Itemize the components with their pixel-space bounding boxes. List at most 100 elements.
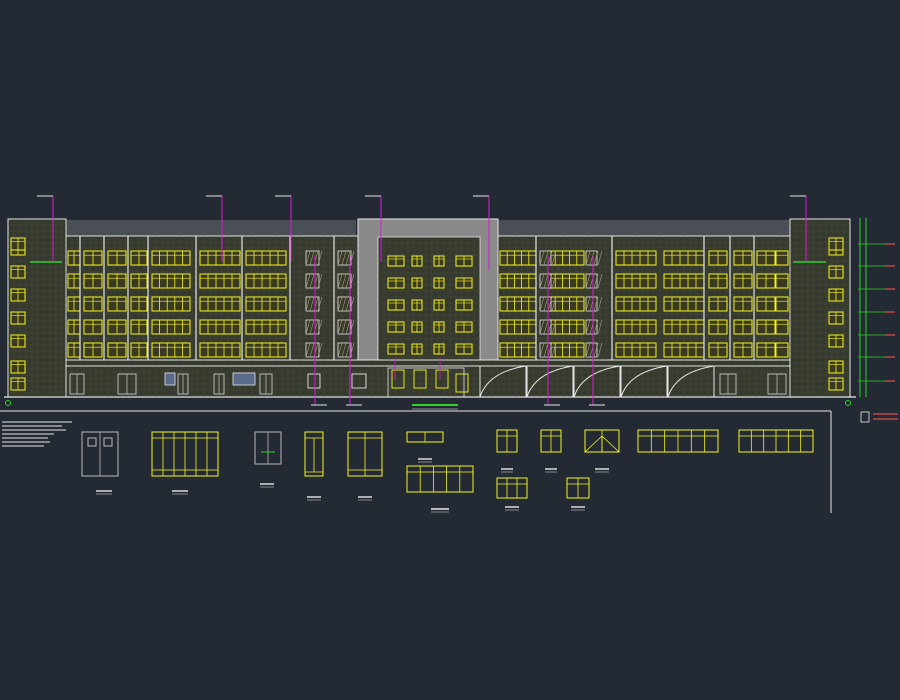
window-right-wing bbox=[775, 273, 789, 289]
ground-floor-elements bbox=[69, 365, 787, 398]
window-right-wing bbox=[775, 296, 789, 312]
window-left-wing bbox=[245, 319, 287, 335]
window-right-wing bbox=[663, 250, 705, 266]
window-right-wing bbox=[615, 319, 657, 335]
window-right-wing bbox=[499, 250, 537, 266]
shaft-hatch bbox=[309, 319, 315, 335]
shaft-hatch bbox=[539, 273, 545, 289]
entrance-frame bbox=[387, 367, 465, 398]
shaft-hatch bbox=[349, 319, 355, 335]
shaft-hatch bbox=[309, 296, 315, 312]
shaft-hatch bbox=[349, 250, 355, 266]
shaft-window bbox=[539, 273, 552, 289]
shaft-hatch bbox=[317, 342, 323, 358]
building-elevation bbox=[4, 195, 895, 410]
window-left-wing bbox=[151, 296, 191, 312]
shaft-hatch bbox=[337, 342, 343, 358]
window-right-wing bbox=[547, 342, 585, 358]
level-leaders bbox=[37, 195, 807, 406]
shaft-hatch bbox=[309, 273, 315, 289]
window-right-wing bbox=[663, 273, 705, 289]
roof-parapet-left bbox=[66, 220, 356, 236]
shaft-hatch bbox=[345, 250, 351, 266]
shaft-window bbox=[539, 296, 552, 312]
shaft-window bbox=[585, 319, 598, 335]
shaft-hatch bbox=[317, 273, 323, 289]
shaft-hatch bbox=[551, 342, 557, 358]
title-block-mark bbox=[860, 411, 898, 423]
shaft-hatch bbox=[337, 273, 343, 289]
shaft-hatch bbox=[349, 273, 355, 289]
shaft-window bbox=[585, 250, 598, 266]
door-panel bbox=[103, 437, 113, 447]
ground-arch bbox=[573, 365, 621, 398]
shaft-hatch bbox=[593, 273, 599, 289]
window-left-wing bbox=[199, 296, 241, 312]
schedule-legend bbox=[81, 429, 814, 513]
shaft-hatch bbox=[585, 319, 591, 335]
window-right-wing bbox=[775, 342, 789, 358]
shaft-hatch bbox=[597, 296, 603, 312]
shaft-hatch bbox=[593, 296, 599, 312]
shaft-hatch bbox=[305, 319, 311, 335]
shaft-hatch bbox=[341, 319, 347, 335]
window-left-wing bbox=[151, 250, 191, 266]
ground-glass bbox=[164, 372, 176, 386]
window-swing bbox=[584, 435, 620, 453]
shaft-hatch bbox=[349, 296, 355, 312]
shaft-hatch bbox=[337, 319, 343, 335]
shaft-hatch bbox=[349, 342, 355, 358]
shaft-hatch bbox=[305, 296, 311, 312]
shaft-window bbox=[585, 296, 598, 312]
shaft-hatch bbox=[543, 250, 549, 266]
shaft-hatch bbox=[337, 250, 343, 266]
shaft-hatch bbox=[345, 296, 351, 312]
window-right-wing bbox=[663, 296, 705, 312]
shaft-window bbox=[539, 319, 552, 335]
shaft-hatch bbox=[551, 296, 557, 312]
shaft-hatch bbox=[551, 250, 557, 266]
window-right-wing bbox=[547, 273, 585, 289]
shaft-window bbox=[585, 342, 598, 358]
shaft-hatch bbox=[551, 273, 557, 289]
shaft-hatch bbox=[547, 250, 553, 266]
schedule-notes bbox=[2, 421, 72, 447]
shaft-hatch bbox=[309, 250, 315, 266]
window-right-wing bbox=[499, 342, 537, 358]
window-right-wing bbox=[547, 296, 585, 312]
roof-parapet-right bbox=[498, 220, 790, 236]
ground-arch bbox=[620, 365, 668, 398]
window-left-wing bbox=[199, 319, 241, 335]
shaft-hatch bbox=[539, 319, 545, 335]
shaft-hatch bbox=[317, 250, 323, 266]
ground-arch bbox=[667, 365, 715, 398]
shaft-hatch bbox=[309, 342, 315, 358]
window-right-wing bbox=[775, 250, 789, 266]
shaft-hatch bbox=[593, 250, 599, 266]
window-right-wing bbox=[547, 319, 585, 335]
window-left-wing bbox=[151, 319, 191, 335]
shaft-hatch bbox=[317, 296, 323, 312]
ground-hatched-window bbox=[351, 373, 367, 389]
shaft-hatch bbox=[337, 296, 343, 312]
shaft-hatch bbox=[539, 250, 545, 266]
window-left-wing bbox=[199, 273, 241, 289]
shaft-hatch bbox=[589, 250, 595, 266]
shaft-hatch bbox=[585, 296, 591, 312]
window-right-wing bbox=[615, 250, 657, 266]
window-right-wing bbox=[499, 273, 537, 289]
entrance-window bbox=[413, 369, 427, 389]
level-marks bbox=[858, 218, 895, 397]
shaft-hatch bbox=[317, 319, 323, 335]
shaft-hatch bbox=[345, 273, 351, 289]
entrance-window bbox=[391, 369, 405, 389]
shaft-hatch bbox=[547, 319, 553, 335]
window-door-schedule bbox=[0, 410, 832, 513]
window-left-wing bbox=[151, 342, 191, 358]
ground-hatched-window bbox=[307, 373, 321, 389]
shaft-hatch bbox=[305, 342, 311, 358]
entrance-window bbox=[455, 373, 469, 393]
ground-glass bbox=[232, 372, 256, 386]
window-right-wing bbox=[499, 319, 537, 335]
